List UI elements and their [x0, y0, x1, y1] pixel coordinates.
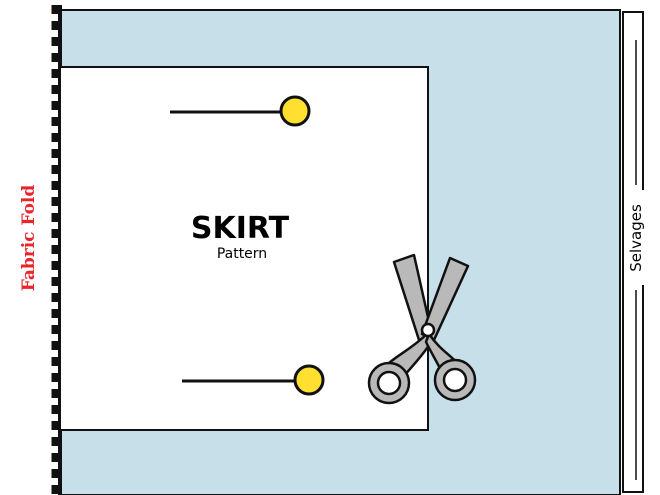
pattern-subtitle: Pattern: [217, 246, 267, 262]
pattern-title: SKIRT: [191, 211, 290, 246]
selvages-label: Selvages: [627, 204, 645, 272]
fabric-fold-label: Fabric Fold: [19, 185, 39, 292]
